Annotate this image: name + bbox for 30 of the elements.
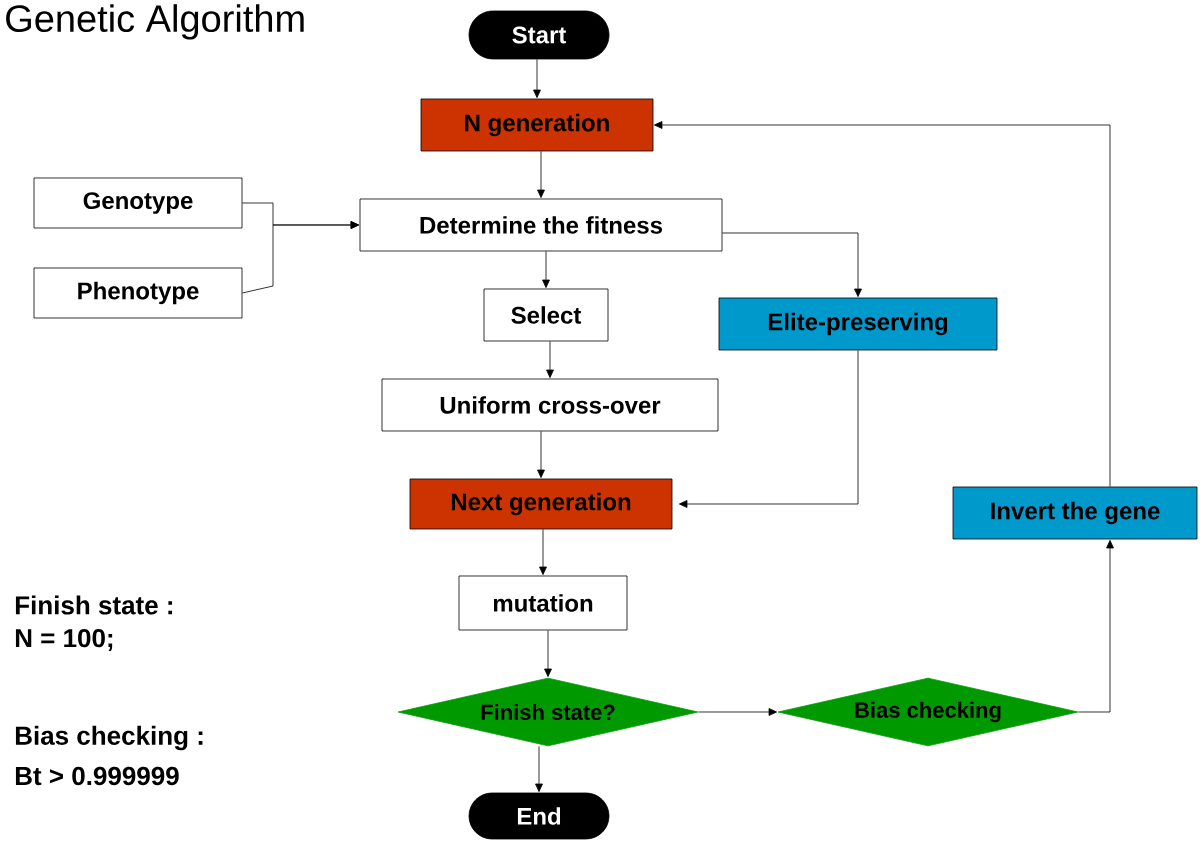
process-box: Phenotype xyxy=(33,267,243,319)
arrow xyxy=(546,341,554,378)
arrow xyxy=(542,251,550,288)
arrow xyxy=(722,232,862,297)
arrow xyxy=(1078,540,1114,713)
arrow xyxy=(537,431,545,478)
process-box: N generation xyxy=(420,98,654,152)
process-box: Next generation xyxy=(409,478,673,530)
arrow xyxy=(533,59,541,98)
arrow xyxy=(679,350,859,508)
process-box: mutation xyxy=(458,575,628,631)
note-text: Bt > 0.999999 xyxy=(15,766,179,786)
process-box: Determine the fitness xyxy=(359,198,723,252)
title: Genetic Algorithm xyxy=(6,4,304,40)
terminal-oval: End xyxy=(468,792,610,840)
arrow xyxy=(537,151,545,198)
process-box: Uniform cross-over xyxy=(381,378,719,432)
arrow xyxy=(654,121,1111,487)
process-box: Invert the gene xyxy=(952,486,1198,540)
process-box: Select xyxy=(483,288,609,342)
arrow xyxy=(698,708,777,716)
note-text: Bias checking : xyxy=(15,725,203,751)
arrow xyxy=(539,529,547,575)
arrow xyxy=(544,630,552,677)
arrow xyxy=(535,746,543,792)
arrow xyxy=(242,221,359,294)
note-text: Finish state : xyxy=(15,595,173,615)
note-text: N = 100; xyxy=(15,628,113,652)
process-box: Elite-preserving xyxy=(718,297,998,351)
process-box: Genotype xyxy=(33,177,243,229)
